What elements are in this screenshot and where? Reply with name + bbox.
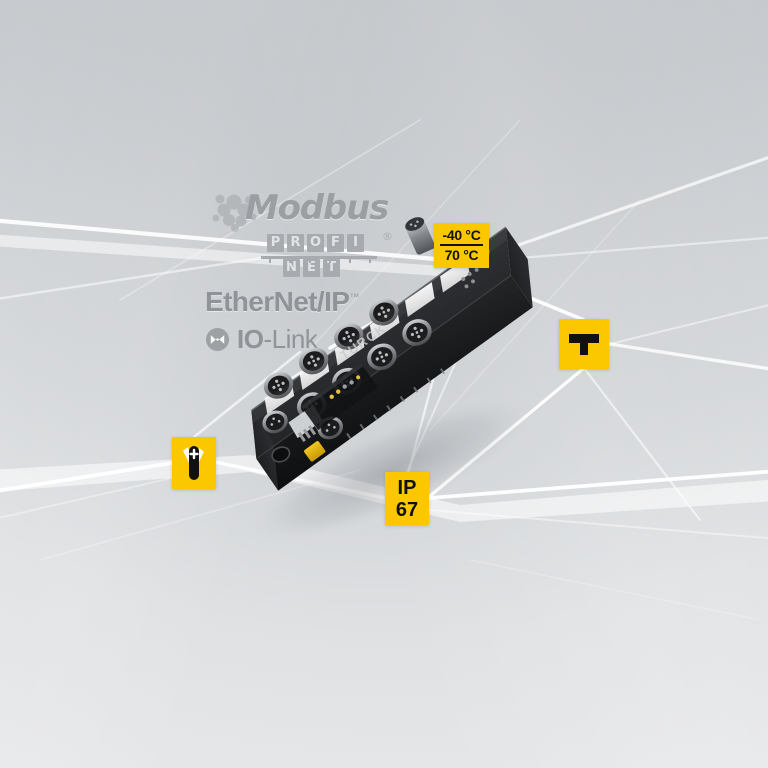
io-link-mark-icon: [205, 327, 230, 352]
profinet-letter-f: F: [327, 234, 344, 252]
device-display-panel: [300, 363, 378, 431]
ethernet-ip-logo: EtherNet/IP™: [205, 286, 405, 318]
tee-connector-icon: [569, 334, 599, 355]
modbus-atom-icon: [212, 194, 257, 232]
profinet-tick: [309, 256, 311, 263]
profinet-letter-e: E: [303, 259, 320, 277]
io-link-logo: IO-Link: [205, 324, 405, 355]
temperature-min-label: -40 °C: [440, 227, 483, 246]
profinet-letter-o: O: [307, 234, 324, 252]
device-connector-row-upper: [263, 298, 399, 399]
profinet-tick: [349, 256, 351, 263]
device-top-gloss: [251, 227, 508, 423]
profinet-letter-n: N: [283, 259, 300, 277]
device-yellow-marker-tab: [304, 441, 326, 462]
temperature-max-label: 70 °C: [444, 247, 479, 263]
tee-connector-badge[interactable]: [559, 319, 609, 369]
profinet-bus-bar: [261, 256, 377, 259]
profinet-tick: [289, 256, 291, 263]
tool-mounting-badge[interactable]: [172, 437, 216, 489]
profinet-tick: [369, 256, 371, 263]
ethernet-ip-wordmark: EtherNet/IP: [205, 286, 350, 317]
profinet-letter-i: I: [347, 234, 364, 252]
screwdriver-tool-icon: [182, 446, 204, 480]
modbus-wordmark: Modbus: [245, 188, 389, 228]
profinet-tick: [269, 256, 271, 263]
upper-highlight-band: [0, 234, 470, 278]
device-right-end: [505, 227, 533, 308]
profinet-letter-p: P: [267, 234, 284, 252]
device-front-ticks: [346, 368, 446, 439]
ip-rating-prefix: IP: [397, 476, 417, 499]
device-status-leds-right: [461, 267, 479, 289]
profinet-tick: [329, 256, 331, 263]
device-status-leds: [329, 375, 361, 399]
io-link-bold-part: IO: [237, 324, 264, 354]
device-male-connector: [405, 217, 436, 255]
device-power-connector-a: [262, 410, 288, 434]
ethernet-ip-trademark: ™: [349, 292, 359, 304]
device-mounting-hole: [271, 446, 291, 463]
device-left-end: [251, 410, 279, 491]
modbus-logo: Modbus: [205, 188, 405, 232]
ip-rating-badge[interactable]: IP 67: [385, 472, 429, 525]
profinet-letter-r: R: [287, 234, 304, 252]
ip-rating-value: 67: [395, 498, 419, 521]
temperature-range-badge[interactable]: -40 °C 70 °C: [434, 223, 489, 268]
profinet-letter-t: T: [323, 259, 340, 277]
device-display-panel-highlight: [300, 363, 364, 410]
profinet-registered-mark: ®: [382, 230, 393, 243]
